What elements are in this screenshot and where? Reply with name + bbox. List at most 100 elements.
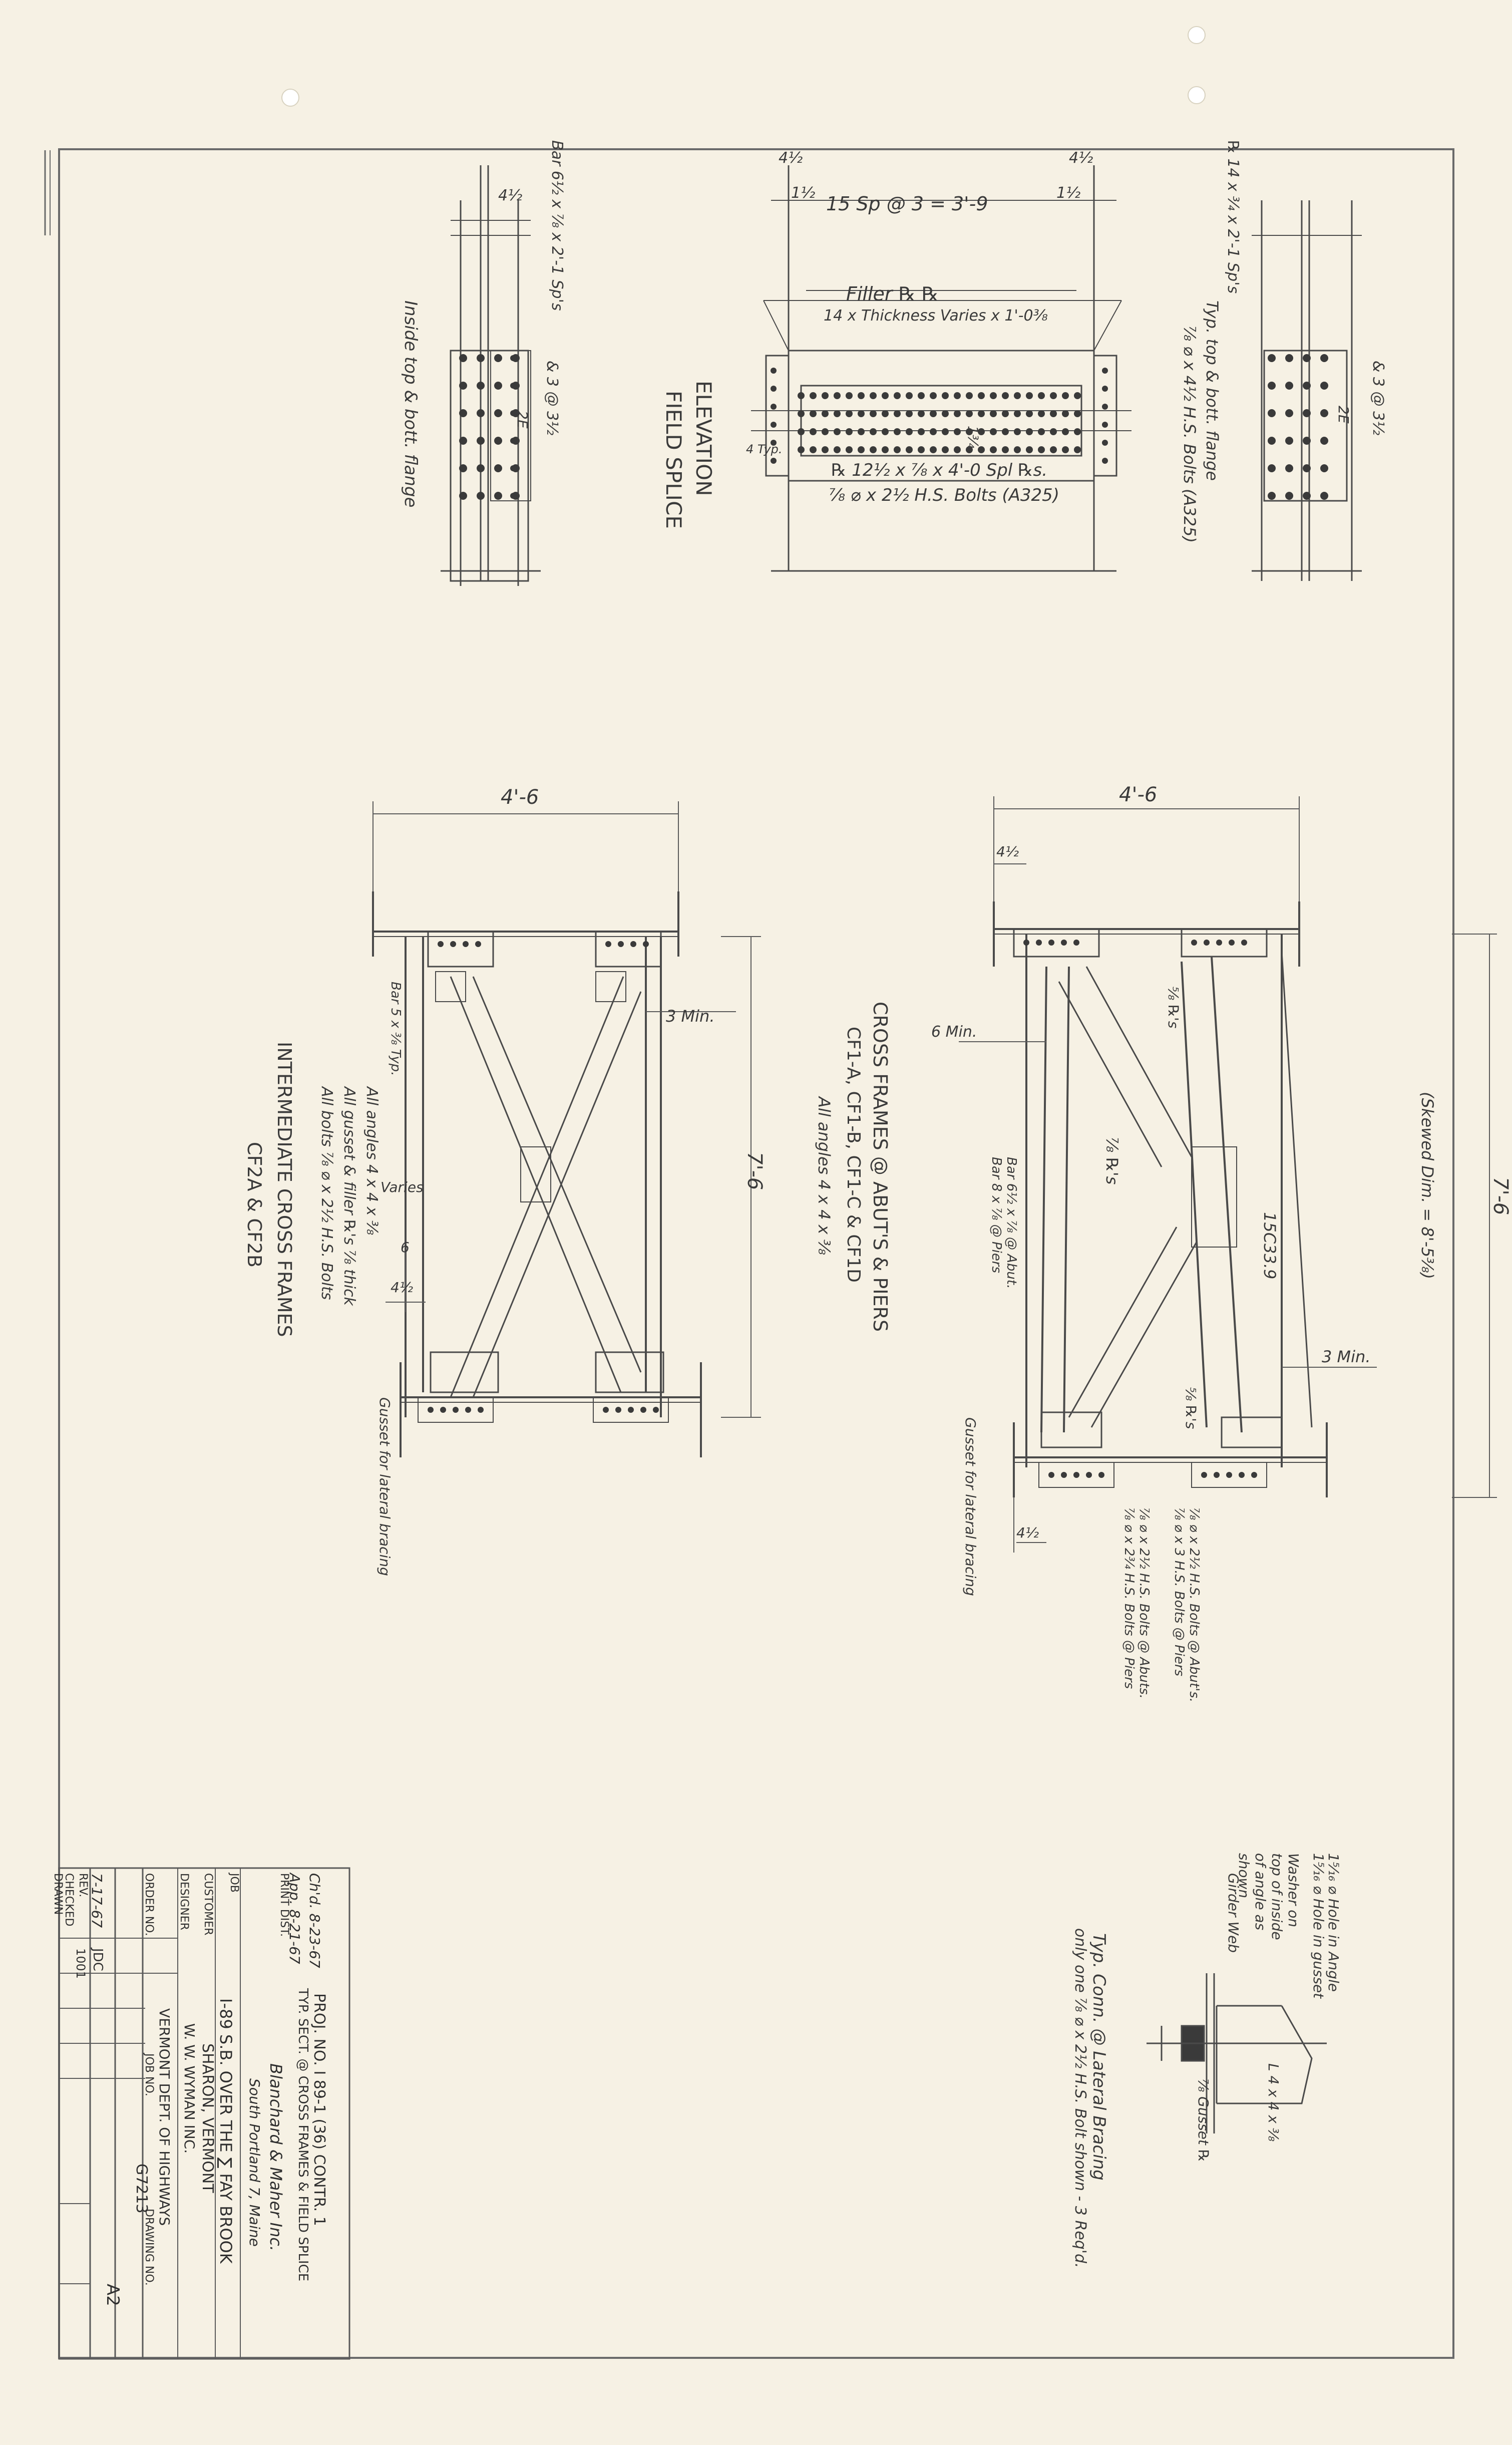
bolt-hole [954, 392, 961, 399]
bolt-hole [918, 428, 925, 435]
splice-center-bolt-note: ⅞ ⌀ x 2½ H.S. Bolts (A325) [829, 485, 1059, 505]
bolt-hole [918, 392, 925, 399]
bolt-hole [477, 354, 485, 362]
bolt-hole [1023, 940, 1029, 946]
bolt-hole [771, 422, 777, 428]
bolt-hole [1074, 392, 1081, 399]
bolt-hole [1303, 464, 1311, 472]
tb-label-rev: REV. [77, 1873, 89, 1898]
abutment-re-top: ⅝ ℞'s [1165, 987, 1182, 1029]
bolt-hole [618, 941, 624, 947]
splice-right-detail [1252, 200, 1362, 581]
bolt-hole [1038, 428, 1045, 435]
bolt-hole [978, 410, 985, 417]
bolt-hole [954, 410, 961, 417]
tb-label-job: JOB [228, 1873, 240, 1893]
bolt-hole [1062, 446, 1069, 453]
bolt-hole [510, 493, 516, 499]
bolt-hole [810, 410, 817, 417]
bolt-hole [1050, 428, 1057, 435]
bolt-hole [459, 437, 467, 445]
bolt-hole [453, 1407, 459, 1413]
tb-label-designer: DESIGNER [178, 1873, 190, 1930]
bolt-hole [1102, 440, 1108, 446]
lateral-girder: Girder Web [1225, 1873, 1242, 1953]
bolt-hole [1285, 409, 1293, 417]
bolt-hole [990, 410, 997, 417]
intermediate-bolts [428, 941, 659, 1413]
bolt-hole [1285, 354, 1293, 362]
bolt-hole [1062, 392, 1069, 399]
bolt-hole [475, 941, 481, 947]
bolt-hole [1303, 382, 1311, 390]
bolt-hole [1320, 464, 1328, 472]
intermediate-height-dim: 7'-6 [743, 1152, 766, 1190]
tb-drawing-no: A2 [103, 2284, 123, 2306]
bolt-hole [1303, 492, 1311, 500]
bolt-hole [605, 941, 611, 947]
bolt-hole [966, 392, 973, 399]
tb-rev-no: 1001 [74, 1948, 88, 1979]
bolt-hole [918, 446, 925, 453]
bolt-hole [477, 409, 485, 417]
bolt-hole [798, 428, 805, 435]
bolt-hole [1285, 492, 1293, 500]
tb-label-jobno: JOB NO. [143, 2053, 155, 2096]
bolt-hole [954, 428, 961, 435]
bolt-hole [463, 941, 469, 947]
abutment-bolt-note-2: ⅞ ⌀ x 3 H.S. Bolts @ Piers [1172, 1507, 1187, 1677]
sheet-border [44, 148, 1454, 2359]
intermediate-gusset-note: Gusset for lateral bracing [376, 1397, 393, 1576]
bolt-hole [1026, 446, 1033, 453]
bolt-hole [1026, 428, 1033, 435]
intermediate-min-label: 3 Min. [666, 1007, 714, 1026]
intermediate-dims [372, 801, 761, 1418]
bolt-hole [450, 941, 456, 947]
bolt-hole [906, 410, 913, 417]
abutment-re-bot: ⅝ ℞'s [1183, 1387, 1199, 1429]
bolt-hole [1036, 940, 1042, 946]
bolt-hole [906, 392, 913, 399]
bolt-hole [1048, 1472, 1054, 1478]
bolt-hole [1320, 492, 1328, 500]
bolt-hole [846, 428, 853, 435]
tb-location: South Portland 7, Maine [246, 2078, 263, 2247]
bolt-hole [628, 1407, 634, 1413]
bolt-hole [882, 410, 889, 417]
lateral-hole-gusset: 1⁵⁄₁₆ ⌀ Hole in gusset [1310, 1853, 1327, 1999]
bolt-hole [1229, 940, 1235, 946]
bolt-hole [1102, 422, 1108, 428]
abutment-bar-2: Bar 8 x ⅞ @ Piers [989, 1157, 1004, 1274]
bolt-hole [1102, 386, 1108, 392]
tb-label-customer: CUSTOMER [202, 1873, 214, 1936]
bolt-hole [1062, 410, 1069, 417]
splice-center-side-dims: 1¾ [965, 426, 981, 448]
bolt-hole [1102, 404, 1108, 410]
bolt-hole [1303, 437, 1311, 445]
splice-center-end-dim-d: 1½ [1056, 184, 1080, 202]
bolt-hole [858, 392, 865, 399]
bolt-hole [1251, 1472, 1257, 1478]
abutment-gusset-note: Gusset for lateral bracing [962, 1417, 979, 1596]
bolt-hole [1074, 446, 1081, 453]
splice-title: FIELD SPLICE [661, 391, 686, 529]
splice-left-dims: 4½ [498, 187, 522, 204]
bolt-hole [771, 458, 777, 464]
bolt-hole [1073, 1472, 1079, 1478]
bolt-hole [834, 428, 841, 435]
splice-left-bar-note: Bar 6½ x ⅞ x 2'-1 Sp's [548, 140, 566, 311]
bolt-hole [1320, 354, 1328, 362]
bolt-hole [495, 410, 501, 416]
tb-project-no: PROJ. NO. I 89-1 (36) CONTR. 1 [310, 1993, 328, 2226]
bolt-hole [510, 438, 516, 444]
bolt-hole [653, 1407, 659, 1413]
lateral-gusset: ⅞ Gusset ℞ [1195, 2078, 1212, 2162]
bolt-hole [978, 428, 985, 435]
tb-label-print: PRINT DIST. [278, 1873, 290, 1937]
bolt-hole [1226, 1472, 1232, 1478]
intermediate-note-2: All gusset & filler ℞'s ⅞ thick [340, 1087, 358, 1306]
intermediate-bar-note: Bar 5 x ⅜ Typ. [388, 982, 403, 1076]
bolt-hole [495, 465, 501, 471]
bolt-hole [1048, 940, 1054, 946]
